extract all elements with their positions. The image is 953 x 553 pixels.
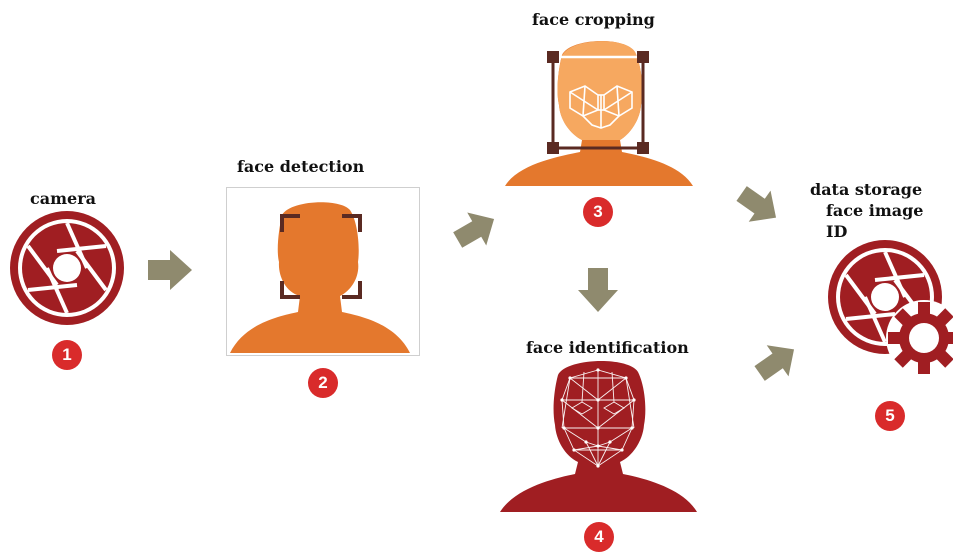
step-5-badge: 5 [875, 401, 905, 431]
